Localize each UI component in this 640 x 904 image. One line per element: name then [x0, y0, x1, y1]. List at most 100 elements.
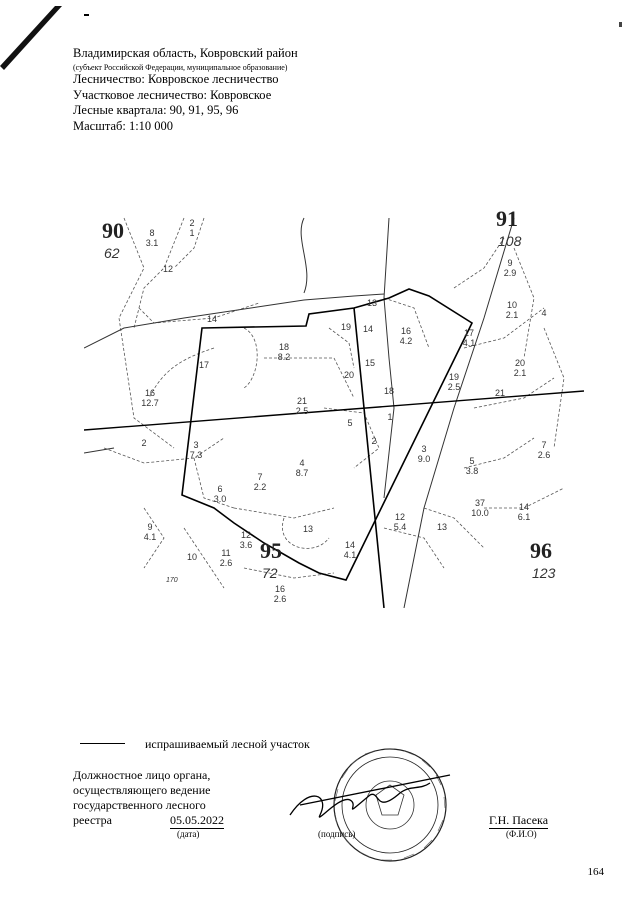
plot-area: 2.1 [514, 368, 527, 378]
plot-number: 17 [199, 360, 209, 370]
plot-area: 8.7 [296, 468, 309, 478]
plot-area: 7.3 [190, 450, 203, 460]
plot-area: 8.2 [278, 352, 291, 362]
scan-mark [84, 14, 89, 16]
plot-number: 16 [275, 584, 285, 594]
forestry-line: Лесничество: Ковровское лесничество [73, 72, 279, 86]
plot-number: 4 [541, 308, 546, 318]
official-name: Г.Н. Пасека [489, 813, 549, 829]
plot-area: 2.9 [504, 268, 517, 278]
plot-area: 3.8 [466, 466, 479, 476]
plot-area: 4.2 [400, 336, 413, 346]
plot-area: 2.6 [220, 558, 233, 568]
plot-area: 2.1 [506, 310, 519, 320]
plot-number: 16 [145, 388, 155, 398]
plot-area: 2.5 [296, 406, 309, 416]
scan-corner-artefact [0, 6, 62, 70]
scale-line: Масштаб: 1:10 000 [73, 119, 174, 133]
name-caption: (Ф.И.О) [506, 829, 537, 839]
plot-area: 2.6 [538, 450, 551, 460]
plot-number: 15 [365, 358, 375, 368]
plot-area: 12.7 [141, 398, 159, 408]
plot-number: 3 [421, 444, 426, 454]
plot-area: 2.6 [274, 594, 287, 604]
plot-area: 3.6 [240, 540, 253, 550]
region-note: (субъект Российской Федерации, муниципал… [73, 63, 288, 72]
plot-number: 18 [384, 386, 394, 396]
plot-number: 9 [147, 522, 152, 532]
plot-number: 7 [541, 440, 546, 450]
plot-area: 2.2 [254, 482, 267, 492]
plot-area: 6.1 [518, 512, 531, 522]
plot-area: 2.5 [448, 382, 461, 392]
region-line: Владимирская область, Ковровский район [73, 46, 298, 60]
plot-number: 19 [341, 322, 351, 332]
plot-number: 4 [299, 458, 304, 468]
plot-number: 10 [187, 552, 197, 562]
official-title-line2: осуществляющего ведение [73, 783, 211, 797]
plot-area: 10.0 [471, 508, 489, 518]
page-number: 164 [587, 866, 605, 878]
plot-number: 14 [207, 314, 217, 324]
scan-mark [619, 22, 622, 27]
plot-number: 9 [507, 258, 512, 268]
legend-swatch [80, 743, 125, 744]
plot-area: 9.0 [418, 454, 431, 464]
date-caption: (дата) [177, 829, 200, 839]
plot-number: 13 [367, 298, 377, 308]
plot-number: 12 [241, 530, 251, 540]
plot-number: 20 [515, 358, 525, 368]
plot-number: 13 [303, 524, 313, 534]
quarter-number: 95 [260, 538, 282, 563]
quarter-area: 108 [498, 233, 522, 249]
plot-number: 5 [347, 418, 352, 428]
plot-number: 3 [193, 440, 198, 450]
quarters-line: Лесные квартала: 90, 91, 95, 96 [73, 103, 239, 117]
official-title-line3: государственного лесного [73, 798, 206, 812]
plot-area: 4.1 [463, 338, 476, 348]
plot-area: 3.0 [214, 494, 227, 504]
plot-number: 20 [344, 370, 354, 380]
plot-number: 10 [507, 300, 517, 310]
plot-number: 11 [221, 548, 230, 558]
quarter-boundaries [84, 217, 515, 608]
plot-number: 5 [469, 456, 474, 466]
plot-number: 14 [345, 540, 355, 550]
plot-number: 2 [141, 438, 146, 448]
plot-number: 14 [519, 502, 529, 512]
plot-number: 8 [149, 228, 154, 238]
legend-label: испрашиваемый лесной участок [145, 737, 310, 751]
signature-date: 05.05.2022 [170, 813, 224, 829]
plot-number: 7 [257, 472, 262, 482]
quarter-number: 96 [530, 538, 552, 563]
plot-number: 12 [163, 264, 173, 274]
quarter-area: 72 [262, 565, 278, 581]
requested-plot-outline [181, 288, 474, 608]
official-title-line1: Должностное лицо органа, [73, 768, 211, 782]
misc-label: 170 [166, 577, 178, 584]
quarter-area: 62 [104, 245, 120, 261]
quarter-number: 91 [496, 208, 518, 231]
plot-number: 37 [475, 498, 485, 508]
plot-area: 4.1 [344, 550, 357, 560]
plot-number: 21 [495, 388, 505, 398]
plot-area: 1 [189, 228, 194, 238]
plot-area: 3.1 [146, 238, 159, 248]
plot-number: 2 [371, 436, 376, 446]
plot-number: 13 [437, 522, 447, 532]
plot-number: 6 [217, 484, 222, 494]
plot-area: 4.1 [144, 532, 157, 542]
quarter-number: 90 [102, 218, 124, 243]
plot-number: 17 [464, 328, 474, 338]
plot-number: 21 [297, 396, 307, 406]
official-title-line4: реестра [73, 813, 112, 827]
signature-caption: (подпись) [318, 829, 356, 839]
plot-number: 18 [279, 342, 289, 352]
plot-number: 14 [363, 324, 373, 334]
plot-area: 5.4 [394, 522, 407, 532]
official-stamp [289, 748, 451, 862]
district-forestry-line: Участковое лесничество: Ковровское [73, 88, 272, 102]
plot-boundaries [103, 217, 565, 589]
